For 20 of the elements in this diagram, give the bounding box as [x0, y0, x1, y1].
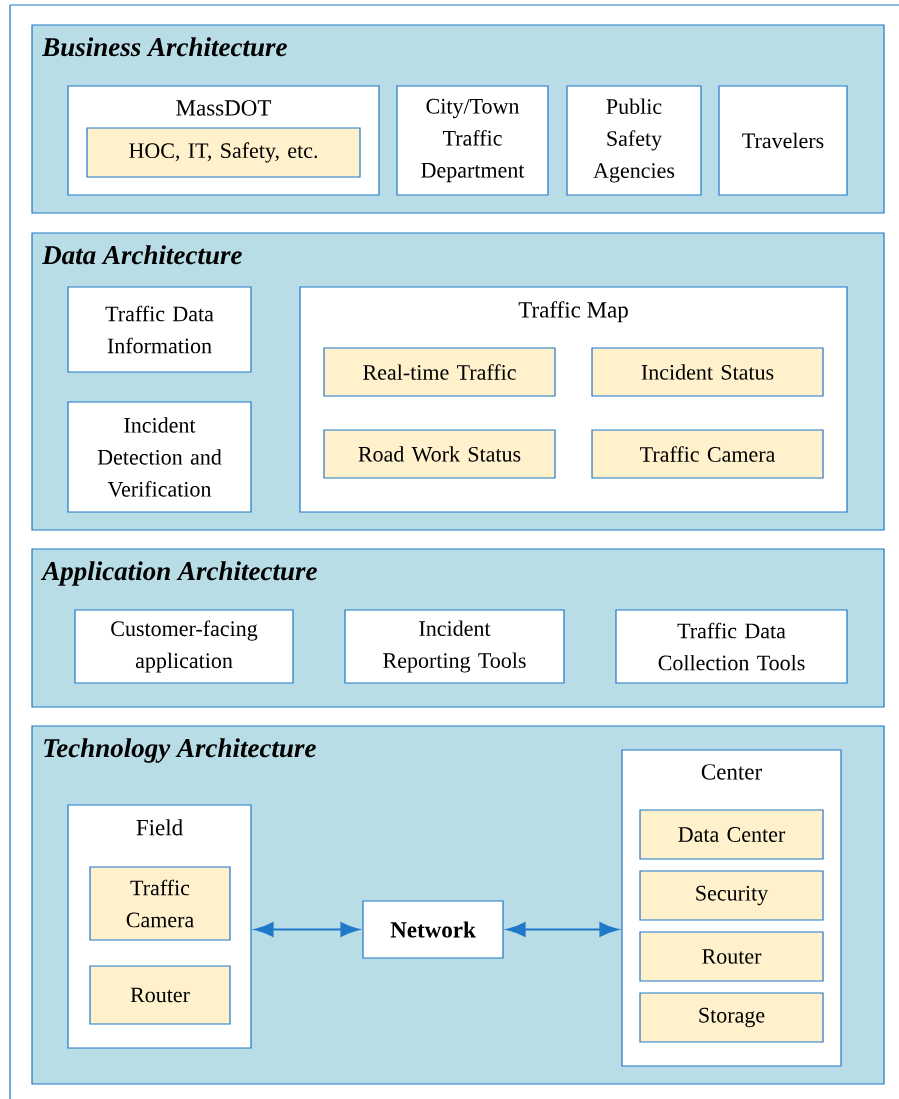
item-box: Traffic Camera: [89, 866, 231, 941]
item-box: Travelers: [718, 85, 848, 196]
item-box: Security: [639, 870, 824, 921]
item-box: Traffic Camera: [591, 429, 824, 479]
item-box: Traffic Data Information: [67, 286, 252, 373]
item-box: Traffic Data Collection Tools: [615, 609, 848, 684]
item-box: HOC, IT, Safety, etc.: [86, 127, 361, 178]
item-box: Router: [639, 931, 824, 982]
item-box: Incident Status: [591, 347, 824, 397]
item-box: City/Town Traffic Department: [396, 85, 549, 196]
item-box: Data Center: [639, 809, 824, 860]
item-box: Storage: [639, 992, 824, 1043]
item-box: Incident Detection and Verification: [67, 401, 252, 513]
item-box: Public Safety Agencies: [566, 85, 702, 196]
network-box: Network: [362, 900, 504, 959]
item-box: Customer-facing application: [74, 609, 294, 684]
item-box: Real-time Traffic: [323, 347, 556, 397]
item-box: Incident Reporting Tools: [344, 609, 565, 684]
item-box: Road Work Status: [323, 429, 556, 479]
item-box: Router: [89, 965, 231, 1025]
